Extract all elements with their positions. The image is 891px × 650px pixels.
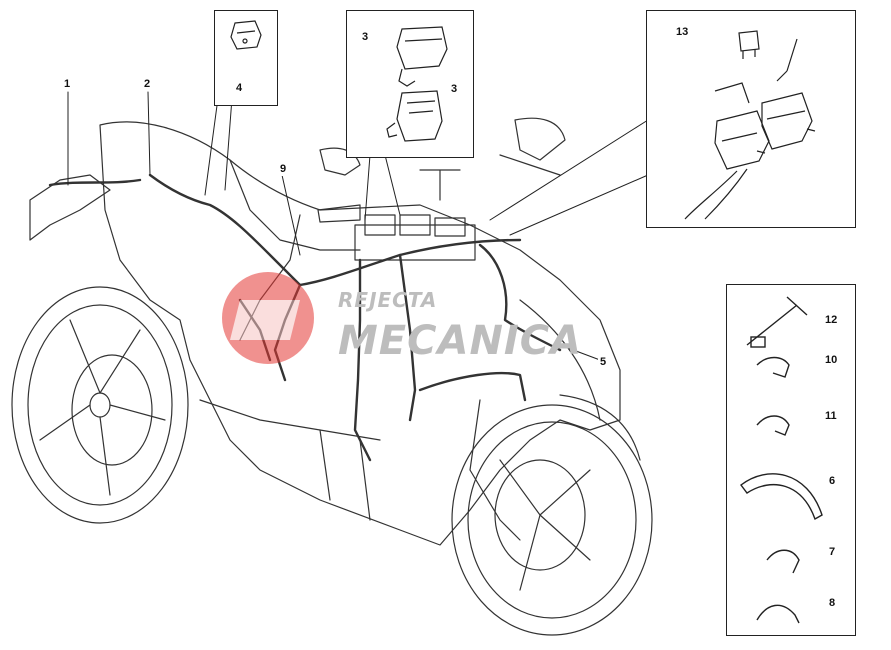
callout-11[interactable]: 11 — [823, 410, 839, 423]
callout-4[interactable]: 4 — [234, 82, 245, 95]
callout-1[interactable]: 1 — [62, 78, 73, 91]
watermark-text-line2: MECANICA — [338, 318, 583, 364]
callout-2[interactable]: 2 — [142, 78, 153, 91]
callout-9[interactable]: 9 — [278, 163, 289, 176]
watermark-text-line1: REJECTA — [338, 288, 438, 312]
fuse-relay-icon — [684, 30, 816, 220]
callout-5[interactable]: 5 — [598, 356, 609, 369]
callout-10[interactable]: 10 — [823, 354, 840, 367]
callout-6[interactable]: 6 — [827, 475, 838, 488]
motorcycle-body — [29, 117, 641, 546]
watermark-logo — [222, 272, 314, 364]
inset-clips — [726, 284, 856, 636]
fuse-box-assembly — [354, 214, 476, 261]
callout-12[interactable]: 12 — [823, 314, 840, 327]
connector-icon — [230, 20, 262, 50]
front-wheel — [451, 404, 653, 636]
inset-item-4 — [214, 10, 278, 106]
inset-item-13 — [646, 10, 856, 228]
rear-wheel — [11, 286, 189, 524]
callout-7[interactable]: 7 — [827, 546, 838, 559]
callout-13[interactable]: 13 — [674, 26, 691, 39]
callout-8[interactable]: 8 — [827, 597, 838, 610]
callout-3a[interactable]: 3 — [360, 31, 371, 44]
clips-icon — [740, 296, 823, 624]
relay-icon — [386, 26, 448, 142]
callout-3b[interactable]: 3 — [449, 83, 460, 96]
